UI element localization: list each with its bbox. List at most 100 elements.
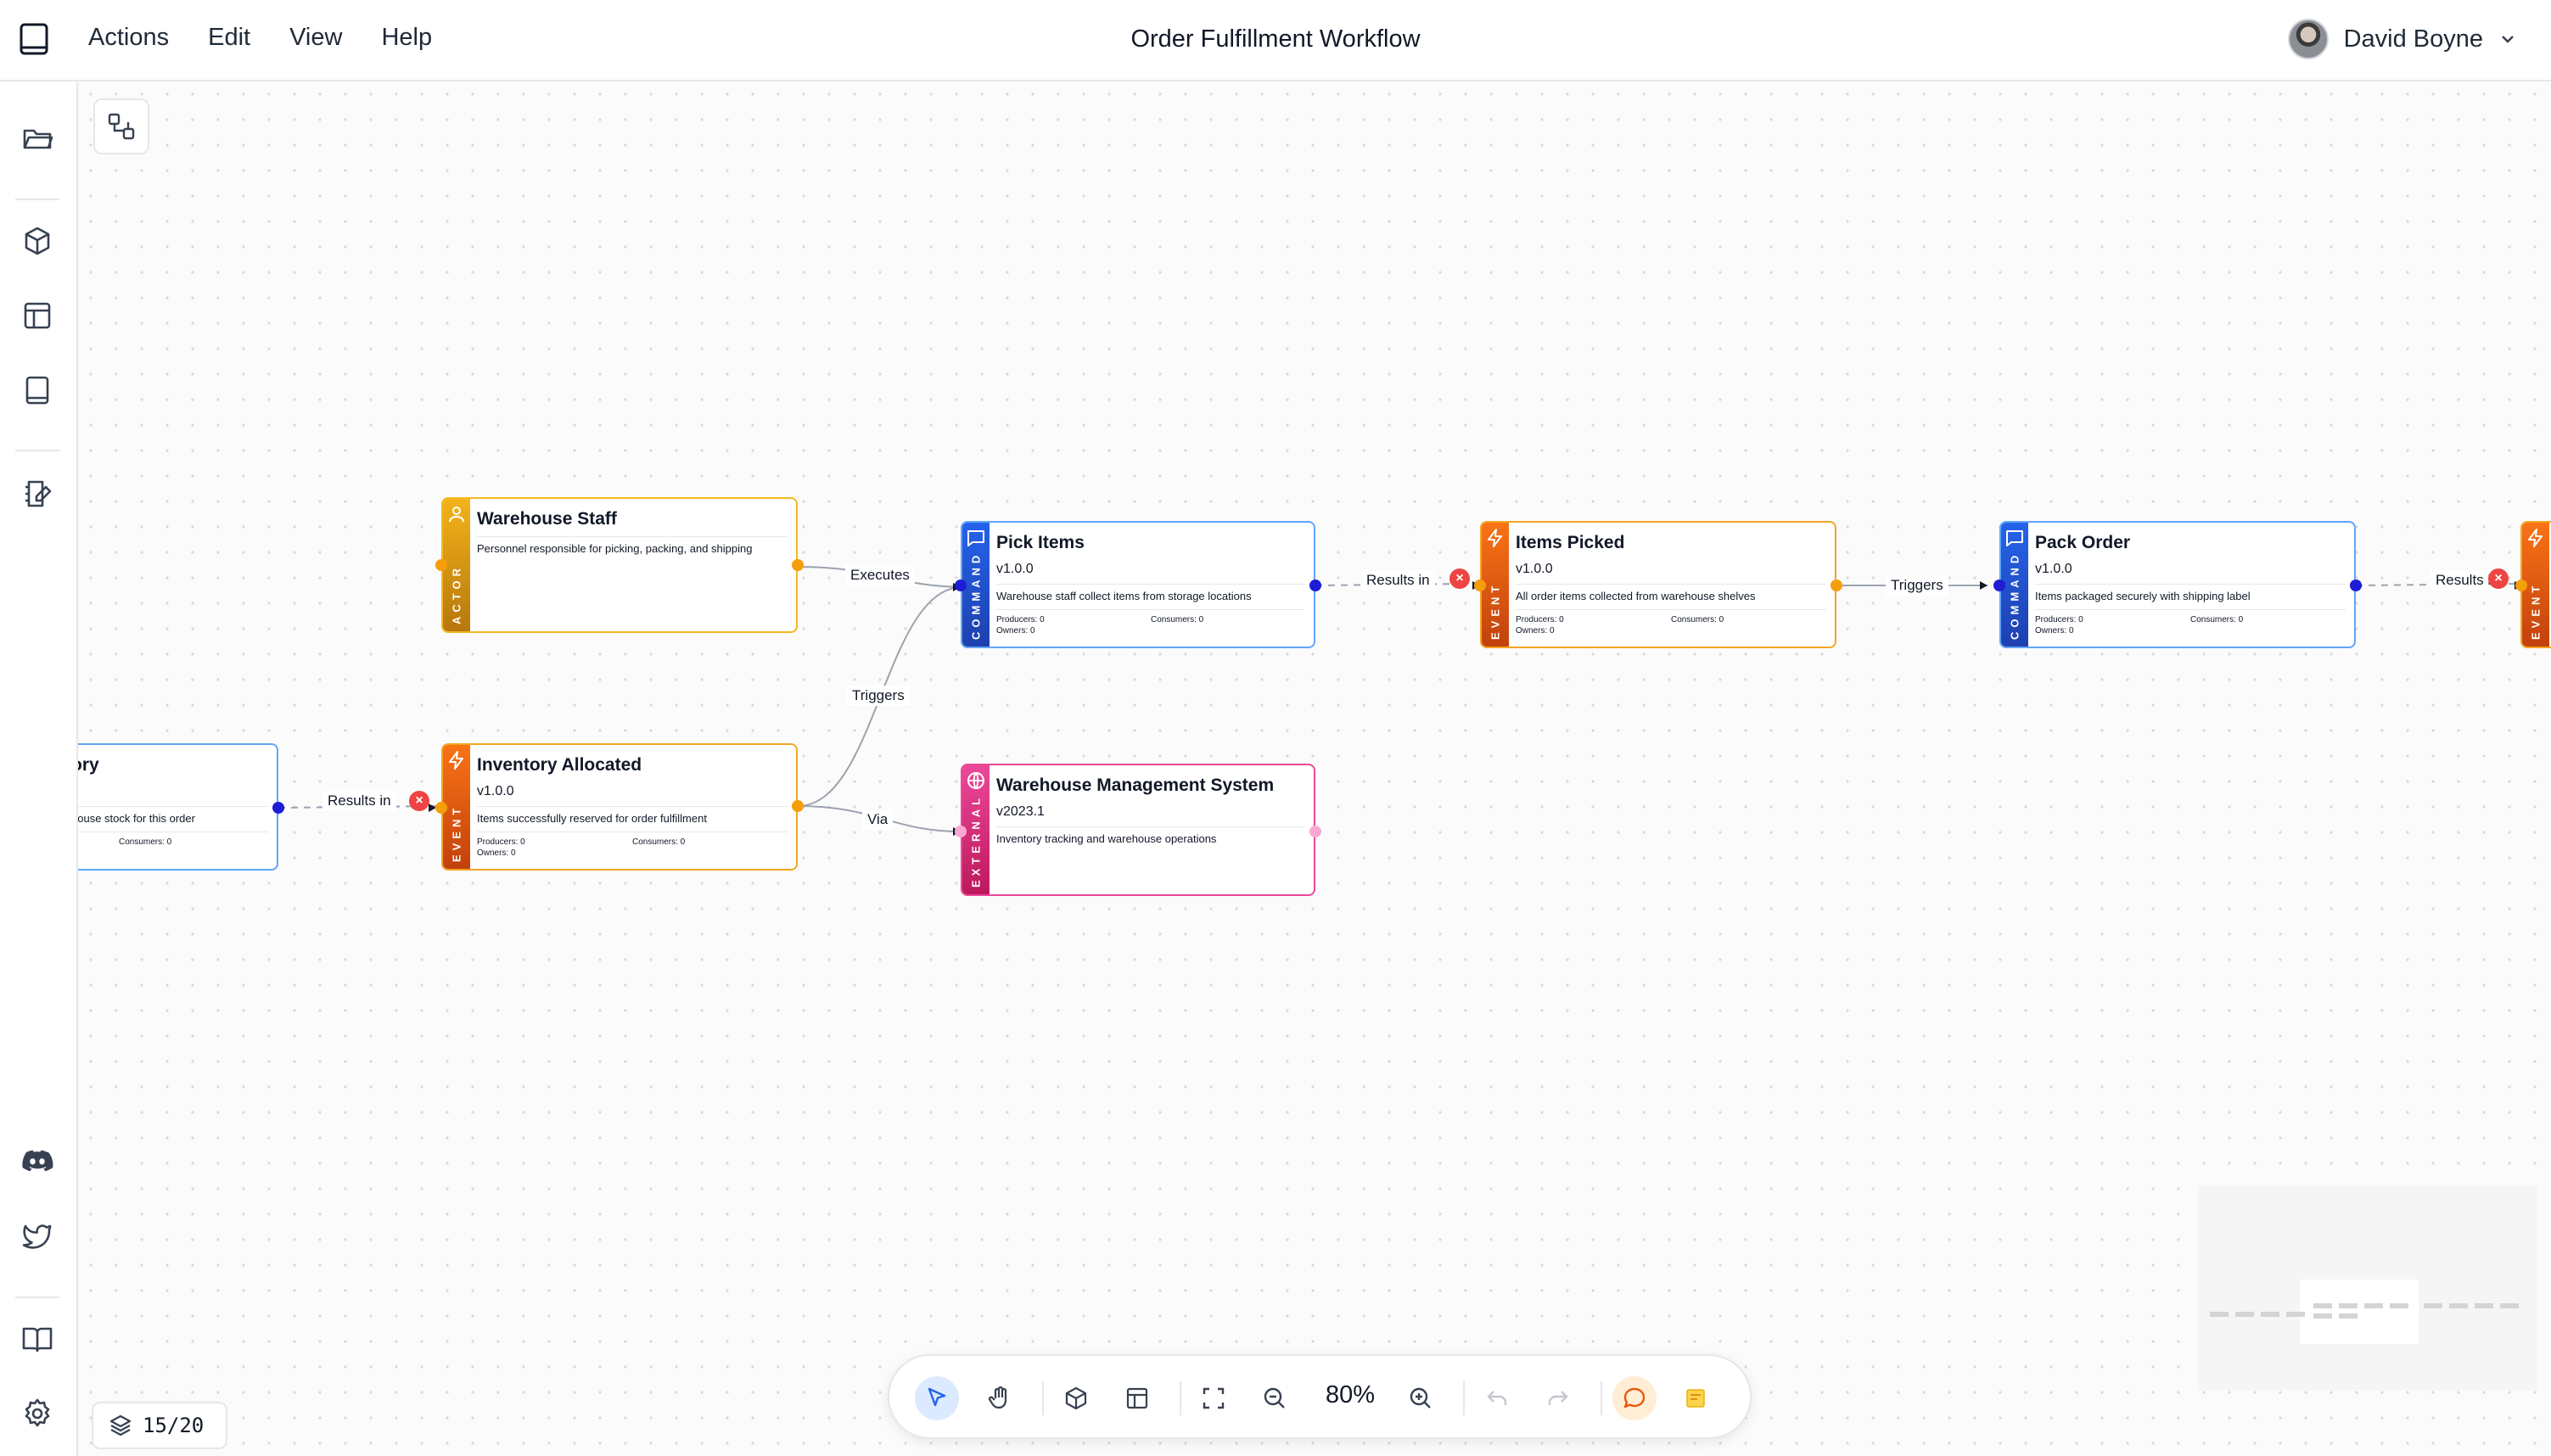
twitter-icon[interactable] (20, 1218, 54, 1252)
zoom-in-button[interactable] (1399, 1376, 1443, 1420)
main-menu: Actions Edit View Help (88, 24, 432, 52)
layout-icon (1126, 1387, 1148, 1409)
edge-label-triggers[interactable]: Triggers (847, 686, 910, 706)
menu-help[interactable]: Help (381, 24, 433, 51)
zoom-out-button[interactable] (1253, 1376, 1297, 1420)
undo-button[interactable] (1475, 1376, 1519, 1420)
error-marker[interactable]: × (1449, 568, 1470, 589)
node-partial-left[interactable]: ory house stock for this order Consumers… (78, 743, 278, 871)
fit-view-button[interactable] (1191, 1376, 1236, 1420)
cursor-icon (928, 1387, 946, 1407)
node-pack-order[interactable]: COMMAND Pack Order v1.0.0 Items packaged… (1999, 521, 2356, 648)
node-title: Inventory Allocated (477, 755, 642, 775)
select-tool-button[interactable] (915, 1376, 959, 1420)
error-marker[interactable]: × (2488, 568, 2509, 589)
redo-button[interactable] (1536, 1376, 1580, 1420)
zoom-level[interactable]: 80% (1326, 1381, 1376, 1408)
node-handle[interactable] (1993, 580, 2005, 591)
node-producers: Producers: 0 (2035, 615, 2083, 624)
menu-edit[interactable]: Edit (208, 24, 251, 51)
edge-label-executes[interactable]: Executes (845, 565, 915, 585)
discord-icon[interactable] (20, 1144, 54, 1178)
node-handle[interactable] (1474, 580, 1486, 591)
layout-icon[interactable] (20, 299, 54, 333)
auto-layout-button[interactable] (93, 98, 149, 154)
node-type-strip: EVENT (443, 745, 470, 869)
node-handle[interactable] (792, 800, 804, 812)
node-version: v1.0.0 (996, 562, 1034, 576)
book-icon[interactable] (20, 373, 54, 407)
node-consumers: Consumers: 0 (632, 837, 686, 847)
node-handle[interactable] (1831, 580, 1842, 591)
edge-arrowhead (1980, 581, 1988, 590)
node-handle[interactable] (435, 559, 447, 571)
sticky-note-button[interactable] (1674, 1376, 1718, 1420)
toolbar-divider (1601, 1381, 1602, 1415)
user-icon (449, 507, 464, 523)
left-sidebar (0, 81, 78, 1456)
folder-icon[interactable] (20, 120, 54, 154)
node-warehouse-staff[interactable]: ACTOR Warehouse Staff Personnel responsi… (441, 497, 798, 633)
node-handle[interactable] (955, 580, 967, 591)
node-pick-items[interactable]: COMMAND Pick Items v1.0.0 Warehouse staf… (961, 521, 1315, 648)
node-handle[interactable] (792, 559, 804, 571)
zoom-in-icon (1410, 1387, 1431, 1408)
node-desc: Items packaged securely with shipping la… (2035, 590, 2251, 602)
edge-label-results-in[interactable]: Results in (1361, 570, 1435, 591)
cube-icon (1065, 1386, 1087, 1410)
settings-gear-icon[interactable] (20, 1397, 54, 1431)
minimap-preview (2210, 1280, 2519, 1344)
node-type-label: EXTERNAL (969, 793, 983, 888)
node-owners: Owners: 0 (996, 626, 1035, 636)
minimap[interactable] (2198, 1186, 2537, 1390)
toolbar-divider (1042, 1381, 1044, 1415)
user-name: David Boyne (2343, 25, 2483, 53)
layers-counter[interactable]: 15/20 (92, 1402, 227, 1449)
node-handle[interactable] (1309, 826, 1321, 837)
edge-arrowhead (429, 804, 436, 812)
cube-tool-button[interactable] (1054, 1376, 1098, 1420)
node-handle[interactable] (272, 802, 284, 814)
node-handle[interactable] (1309, 580, 1321, 591)
cube-icon[interactable] (20, 224, 54, 258)
node-handle[interactable] (2515, 580, 2527, 591)
hand-icon (988, 1386, 1007, 1409)
node-version: v2023.1 (996, 804, 1045, 819)
node-consumers: Consumers: 0 (1151, 615, 1204, 624)
node-desc: house stock for this order (78, 812, 195, 825)
node-inventory-allocated[interactable]: EVENT Inventory Allocated v1.0.0 Items s… (441, 743, 798, 871)
error-marker[interactable]: × (409, 791, 429, 811)
node-desc: Items successfully reserved for order fu… (477, 812, 707, 825)
menu-view[interactable]: View (289, 24, 343, 51)
app-logo-book-icon[interactable] (19, 22, 49, 56)
menu-actions[interactable]: Actions (88, 24, 170, 51)
node-handle[interactable] (435, 802, 447, 814)
sidebar-divider (15, 199, 59, 200)
comment-button[interactable] (1612, 1376, 1657, 1420)
sidebar-divider (15, 1296, 59, 1298)
edge-label-triggers[interactable]: Triggers (1886, 575, 1948, 596)
node-desc: Warehouse staff collect items from stora… (996, 590, 1252, 602)
message-icon (967, 530, 984, 546)
edge-label-results-in[interactable]: Results in (322, 791, 396, 811)
flow-canvas[interactable]: Results in Executes Triggers Via Results… (78, 81, 2551, 1456)
node-consumers: Consumers: 0 (2190, 615, 2244, 624)
user-menu[interactable]: David Boyne (2287, 19, 2517, 59)
node-handle[interactable] (2350, 580, 2362, 591)
layout-tool-button[interactable] (1115, 1376, 1159, 1420)
edge-label-via[interactable]: Via (862, 809, 894, 830)
edit-notebook-icon[interactable] (20, 477, 54, 511)
node-type-label: COMMAND (2008, 551, 2021, 640)
node-type-strip: ACTOR (443, 499, 470, 631)
node-warehouse-management-system[interactable]: EXTERNAL Warehouse Management System v20… (961, 764, 1315, 896)
avatar (2287, 19, 2329, 59)
node-version: v1.0.0 (477, 784, 514, 798)
docs-open-book-icon[interactable] (20, 1322, 54, 1356)
node-items-picked[interactable]: EVENT Items Picked v1.0.0 All order item… (1480, 521, 1836, 648)
node-type-strip: COMMAND (2001, 523, 2028, 647)
node-type-label: EVENT (1489, 581, 1502, 640)
lightning-icon (1488, 529, 1502, 547)
hand-tool-button[interactable] (978, 1376, 1022, 1420)
node-handle[interactable] (955, 826, 967, 837)
node-desc: Inventory tracking and warehouse operati… (996, 832, 1217, 845)
